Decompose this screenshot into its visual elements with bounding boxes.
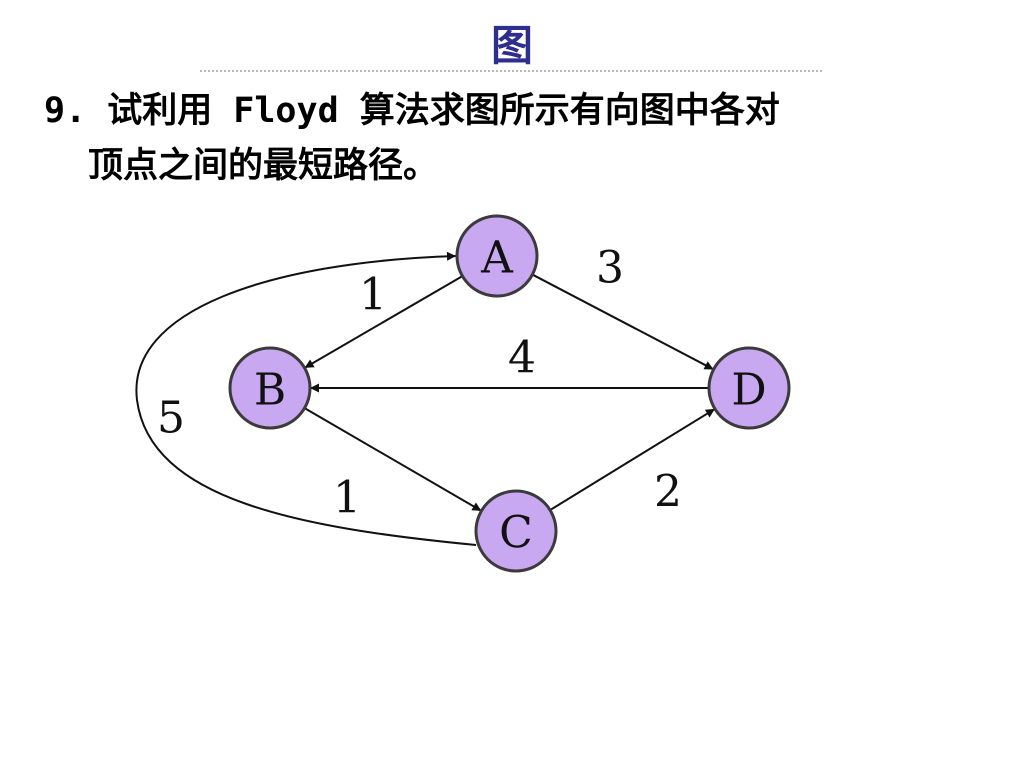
node-b: B	[228, 346, 312, 430]
node-c: C	[474, 489, 558, 573]
edge-weight-a-d: 3	[596, 243, 624, 294]
node-circle	[228, 346, 312, 430]
question-text: 9. 试利用 Floyd 算法求图所示有向图中各对 顶点之间的最短路径。	[44, 84, 1004, 194]
edge-weight-b-c: 1	[333, 473, 361, 524]
question-line-1: 9. 试利用 Floyd 算法求图所示有向图中各对	[44, 91, 780, 131]
node-label: B	[254, 365, 286, 416]
node-label: C	[499, 508, 533, 559]
edge-a-to-b	[304, 275, 463, 369]
node-label: D	[731, 365, 766, 416]
edge-c-to-d	[549, 408, 716, 511]
title-divider	[200, 70, 822, 72]
edge-weight-d-b: 4	[508, 333, 536, 384]
node-circle	[474, 489, 558, 573]
node-circle	[455, 214, 539, 298]
edge-a-to-d	[531, 273, 715, 371]
slide-title: 图	[490, 21, 533, 70]
edge-weight-c-a: 5	[157, 393, 185, 444]
node-a: A	[455, 214, 539, 298]
node-label: A	[480, 233, 514, 284]
node-circle	[707, 346, 791, 430]
node-d: D	[707, 346, 791, 430]
question-line-2: 顶点之间的最短路径。	[88, 146, 439, 186]
edge-b-to-c	[304, 407, 482, 512]
edge-weight-a-b: 1	[359, 270, 387, 321]
edge-weight-c-d: 2	[654, 467, 682, 518]
edge-c-to-a	[135, 251, 477, 546]
